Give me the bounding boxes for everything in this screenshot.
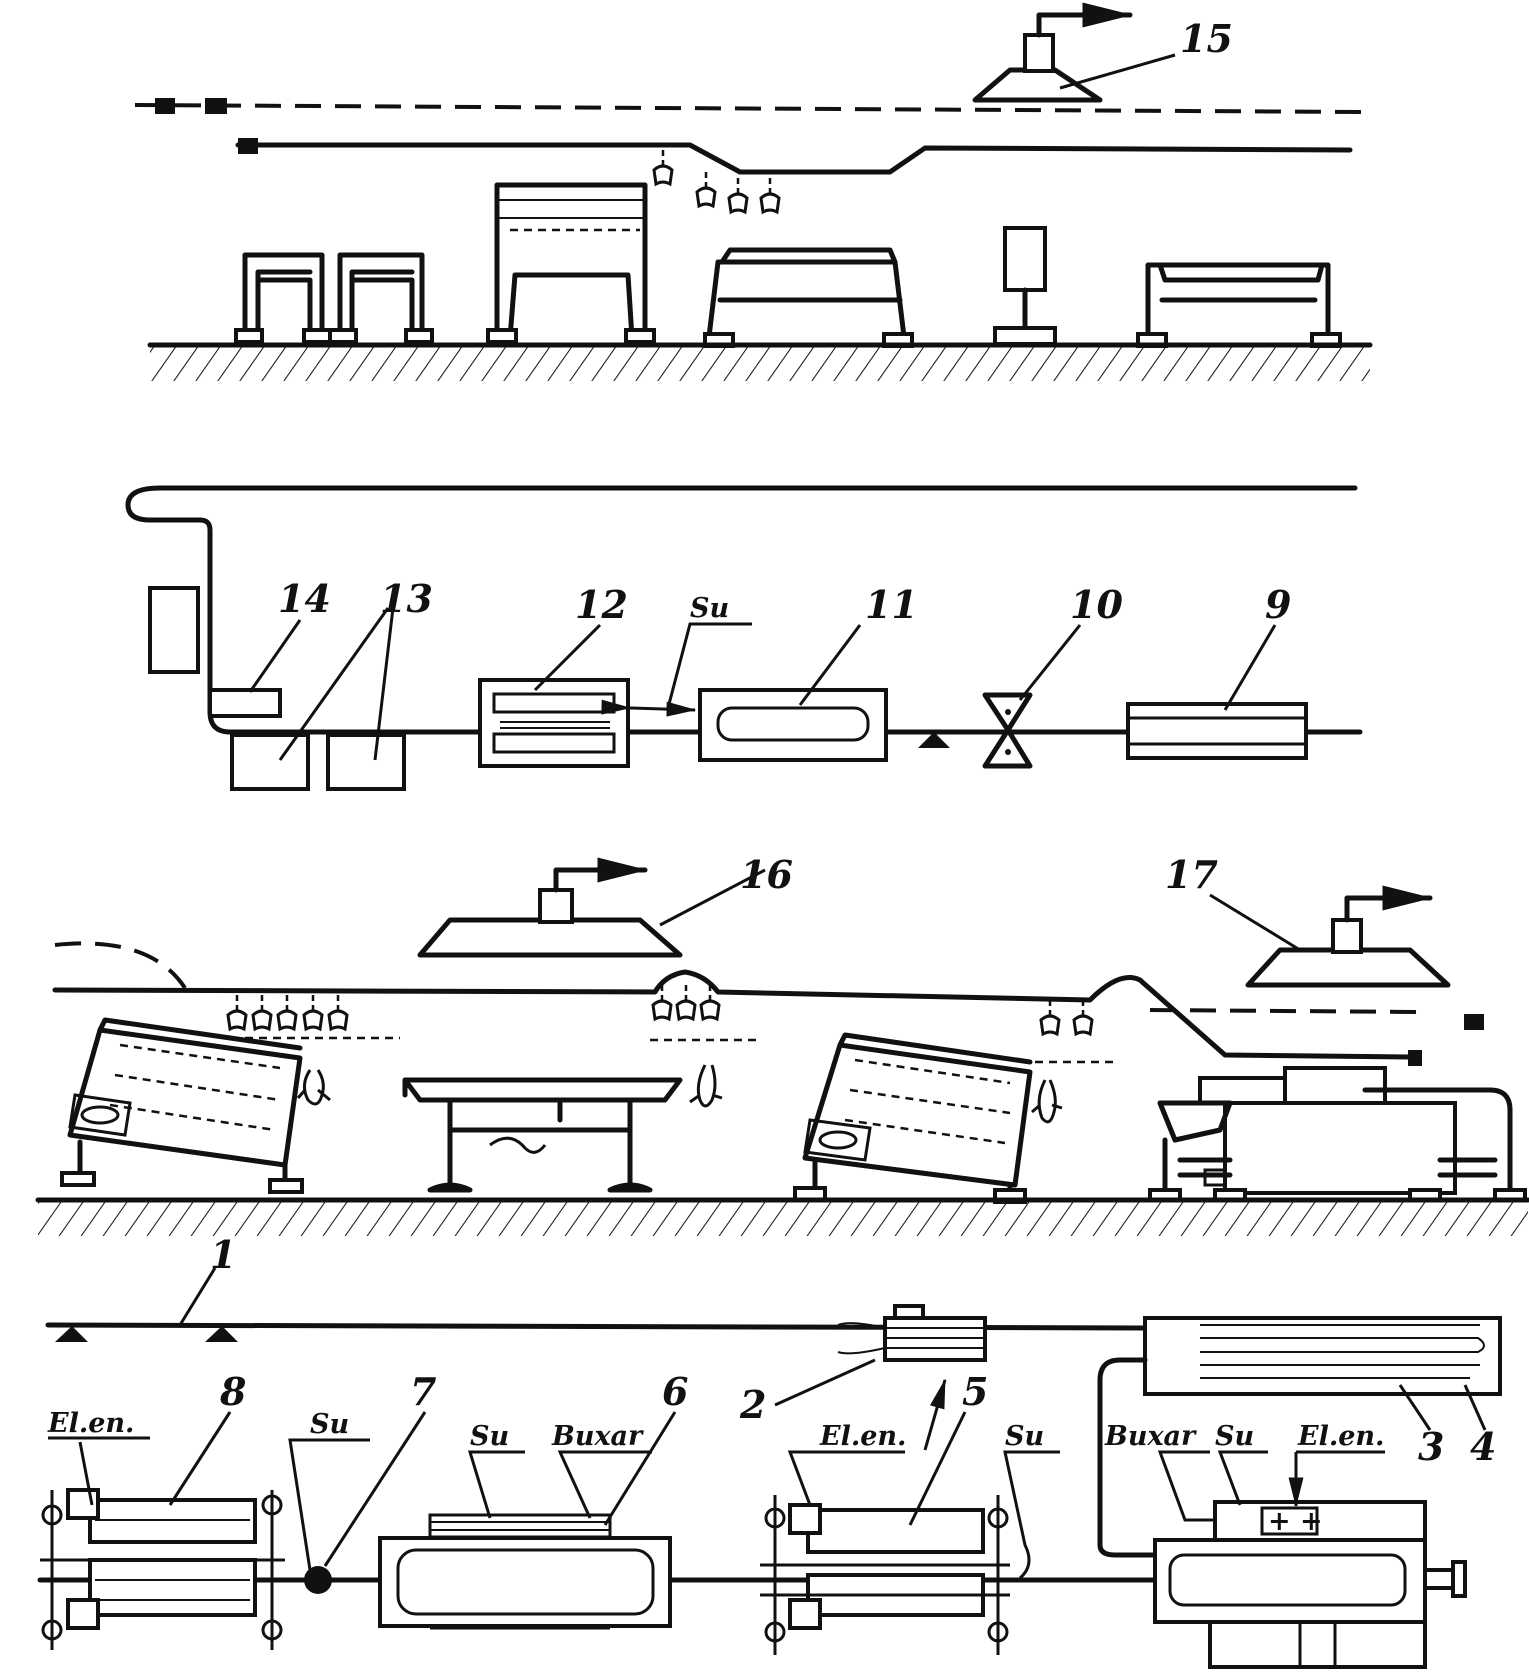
exhaust-hood-16: 16 <box>417 852 793 958</box>
unit-13: 13 <box>230 576 433 791</box>
unit-11: 11 <box>698 582 918 762</box>
callout-8: 8 <box>219 1369 246 1414</box>
water-label-5: Su <box>1005 1421 1044 1452</box>
evisceration-table <box>402 1077 683 1193</box>
elevation-section-top: 15 <box>134 2 1373 381</box>
unit-6: Su Buxar 6 <box>378 1369 688 1630</box>
plan-section-upper: 14 13 12 Su 11 <box>125 485 1363 791</box>
callout-3: 3 <box>1418 1424 1444 1469</box>
callout-13: 13 <box>380 576 433 621</box>
unit-9: 9 <box>1126 582 1308 760</box>
callout-2: 2 <box>739 1382 766 1427</box>
water-label-12: Su <box>690 593 729 624</box>
scalding-unit <box>486 182 656 344</box>
unit-5: 5 El.en. Su <box>760 1369 1060 1655</box>
water-label-6: Su <box>470 1421 509 1452</box>
scalder-left <box>60 1017 304 1194</box>
plucking-machine <box>1148 1066 1527 1202</box>
callout-16: 16 <box>740 852 793 897</box>
callout-7: 7 <box>410 1369 436 1414</box>
unit-8: 8 El.en. <box>40 1369 285 1650</box>
callout-12: 12 <box>575 582 628 627</box>
stand-a2 <box>328 252 434 344</box>
table-a <box>703 247 914 348</box>
callout-1: 1 <box>210 1232 236 1277</box>
elec-label-5: El.en. <box>819 1421 906 1452</box>
callout-15: 15 <box>1180 16 1233 61</box>
water-label-7: Su <box>310 1409 349 1440</box>
steam-label-6: Buxar <box>551 1421 644 1452</box>
unit-2: 2 <box>739 1304 987 1427</box>
svg-text:+ +: + + <box>1268 1506 1323 1537</box>
unit-4: + + Buxar Su El.en. <box>1104 1421 1467 1669</box>
table-b <box>1136 262 1342 348</box>
unit-12: 12 <box>478 582 630 768</box>
water-label-4: Su <box>1215 1421 1254 1452</box>
elevation-section-middle: 16 17 <box>35 852 1529 1236</box>
callout-5: 5 <box>962 1369 988 1414</box>
exhaust-hood-15: 15 <box>972 2 1233 103</box>
plan-section-bottom: 1 2 3 4 <box>37 1232 1502 1669</box>
callout-11: 11 <box>865 582 918 627</box>
callout-10: 10 <box>1070 582 1123 627</box>
stand-a1 <box>234 252 332 344</box>
water-link-12-11: Su <box>601 593 752 717</box>
exhaust-hood-17: 17 <box>1165 852 1451 988</box>
control-cabinet <box>993 226 1057 346</box>
elec-label-8: El.en. <box>47 1408 134 1439</box>
callout-4: 4 <box>1470 1424 1496 1469</box>
unit-14: 14 <box>208 576 331 718</box>
callout-9: 9 <box>1265 582 1291 627</box>
callout-14: 14 <box>278 576 331 621</box>
unit-10: 10 <box>982 582 1123 769</box>
unit-7: Su 7 <box>288 1369 436 1594</box>
scalder-right <box>793 1032 1033 1204</box>
callout-17: 17 <box>1165 852 1218 897</box>
steam-label-4: Buxar <box>1104 1421 1197 1452</box>
callout-6: 6 <box>662 1369 688 1414</box>
unit-3: 3 4 <box>1097 1316 1502 1558</box>
elec-label-4: El.en. <box>1297 1421 1384 1452</box>
